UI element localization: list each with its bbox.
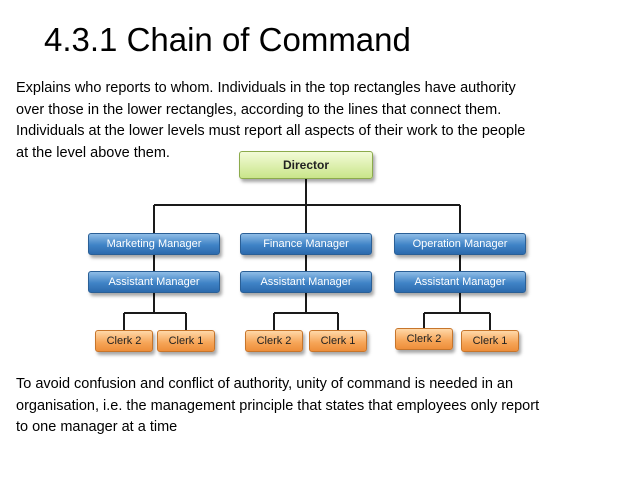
director-box: Director xyxy=(239,151,373,179)
conclusion-paragraph: To avoid confusion and conflict of autho… xyxy=(16,374,626,439)
assistant-manager-box-finance: Assistant Manager xyxy=(240,271,372,293)
marketing-manager-box: Marketing Manager xyxy=(88,233,220,255)
finance-manager-box: Finance Manager xyxy=(240,233,372,255)
clerk-box: Clerk 1 xyxy=(309,330,367,352)
intro-line: Explains who reports to whom. Individual… xyxy=(16,80,516,96)
conclusion-line: To avoid confusion and conflict of autho… xyxy=(16,376,514,392)
clerk-box: Clerk 2 xyxy=(95,330,153,352)
assistant-manager-box-operation: Assistant Manager xyxy=(394,271,526,293)
operation-manager-box: Operation Manager xyxy=(394,233,526,255)
intro-line: over those in the lower rectangles, acco… xyxy=(16,101,502,118)
intro-line: Individuals at the lower levels must rep… xyxy=(16,123,526,139)
conclusion-line: organisation, i.e. the management princi… xyxy=(16,397,540,414)
conclusion-line: to one manager at a time xyxy=(16,419,178,435)
intro-line: at the level above them. xyxy=(16,144,170,161)
clerk-box: Clerk 2 xyxy=(395,328,453,350)
clerk-box: Clerk 1 xyxy=(157,330,215,352)
intro-paragraph: Explains who reports to whom. Individual… xyxy=(16,78,626,164)
slide-title: 4.3.1 Chain of Command xyxy=(44,21,411,58)
clerk-box: Clerk 2 xyxy=(245,330,303,352)
clerk-box: Clerk 1 xyxy=(461,330,519,352)
assistant-manager-box-marketing: Assistant Manager xyxy=(88,271,220,293)
